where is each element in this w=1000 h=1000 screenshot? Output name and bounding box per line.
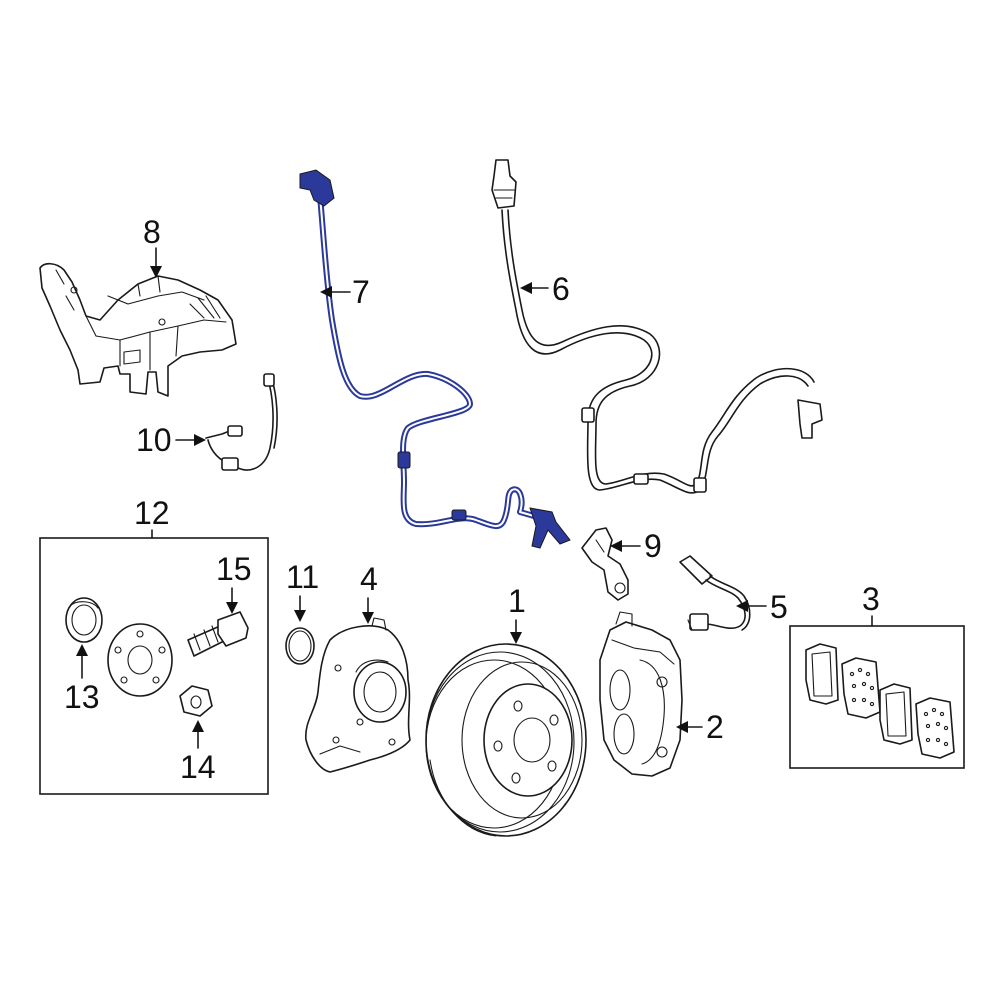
part-8-brake-backing-bracket[interactable] — [39, 262, 237, 397]
pad-friction-holes-a — [849, 667, 875, 707]
part-6-sensor-wire[interactable] — [491, 159, 823, 494]
part-9-sensor-bracket[interactable] — [581, 527, 629, 601]
svg-text:7: 7 — [352, 274, 370, 310]
part-7-wheel-speed-sensor-highlighted[interactable] — [299, 169, 571, 549]
part-3-brake-pads-box — [789, 625, 965, 769]
hub-flange[interactable] — [107, 623, 173, 697]
callout-12: 12 — [134, 495, 170, 539]
callout-2: 2 — [676, 709, 724, 745]
callout-15: 15 — [216, 551, 252, 614]
callout-5: 5 — [736, 589, 788, 625]
callout-3: 3 — [862, 581, 880, 627]
svg-text:8: 8 — [143, 214, 161, 250]
part-5-brake-wear-sensor[interactable] — [679, 555, 751, 631]
part-15-wheel-bolt[interactable] — [187, 611, 249, 657]
svg-text:12: 12 — [134, 495, 170, 531]
part-1-brake-rotor[interactable] — [425, 643, 587, 837]
part-12-hub-group-box — [39, 537, 269, 795]
pad-friction-holes-b — [923, 707, 949, 747]
callout-4: 4 — [360, 561, 378, 624]
callout-10: 10 — [136, 422, 206, 458]
callout-8: 8 — [143, 214, 162, 278]
svg-text:4: 4 — [360, 561, 378, 597]
svg-text:6: 6 — [552, 271, 570, 307]
svg-text:10: 10 — [136, 422, 172, 458]
part-14-hex-nut[interactable] — [179, 685, 213, 717]
svg-text:3: 3 — [862, 581, 880, 617]
svg-text:14: 14 — [180, 749, 216, 785]
callout-14: 14 — [180, 720, 216, 785]
part-11-o-ring[interactable] — [285, 627, 315, 665]
part-13-seal-ring[interactable] — [65, 597, 103, 643]
callout-7: 7 — [320, 274, 370, 310]
callout-6: 6 — [520, 271, 570, 307]
svg-text:15: 15 — [216, 551, 252, 587]
svg-text:9: 9 — [644, 528, 662, 564]
svg-text:5: 5 — [770, 589, 788, 625]
callout-9: 9 — [610, 528, 662, 564]
part-10-brake-hose[interactable] — [205, 373, 278, 471]
callout-1: 1 — [508, 583, 526, 644]
callout-13: 13 — [64, 644, 100, 715]
callout-11: 11 — [286, 559, 319, 622]
svg-text:11: 11 — [286, 559, 319, 595]
part-2-brake-caliper[interactable] — [599, 611, 683, 777]
svg-text:13: 13 — [64, 679, 100, 715]
svg-text:1: 1 — [508, 583, 526, 619]
svg-text:2: 2 — [706, 709, 724, 745]
part-4-splash-shield[interactable] — [305, 617, 411, 773]
part-3-brake-pads[interactable] — [805, 643, 955, 759]
